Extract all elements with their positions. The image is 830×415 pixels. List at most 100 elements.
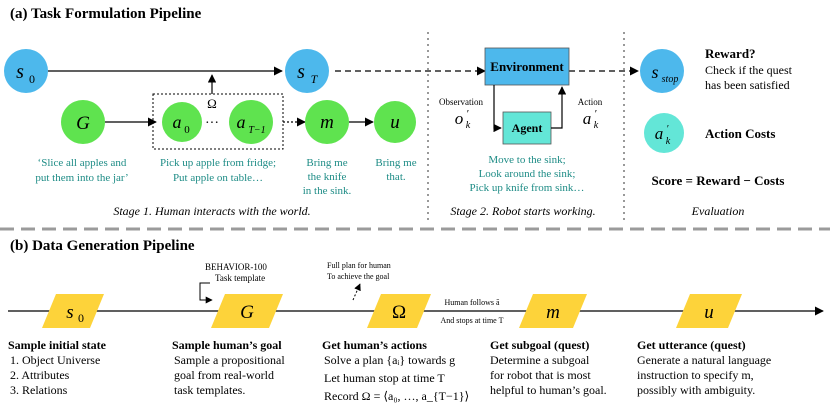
node-sT-sub: T bbox=[311, 72, 319, 86]
caption-subgoal-3: in the sink. bbox=[303, 185, 352, 197]
reward-title: Reward? bbox=[705, 46, 756, 61]
step2-title: Sample human’s goal bbox=[172, 338, 282, 352]
node-sT-label: s bbox=[297, 61, 305, 83]
step-descriptions: Sample initial state 1. Object Universe … bbox=[8, 338, 771, 403]
caption-goal-2: put them into the jar’ bbox=[35, 172, 128, 184]
node-m-label: m bbox=[320, 112, 334, 133]
step4-line2: for robot that is most bbox=[490, 368, 591, 382]
stage1-label: Stage 1. Human interacts with the world. bbox=[113, 204, 310, 218]
full-plan-1: Full plan for human bbox=[327, 261, 391, 270]
caption-robot-3: Pick up knife from sink… bbox=[470, 182, 585, 194]
action-costs: Action Costs bbox=[705, 126, 775, 141]
node-G: G bbox=[61, 100, 105, 144]
step4-line1: Determine a subgoal bbox=[490, 353, 590, 367]
shape-G-label: G bbox=[240, 302, 254, 323]
node-sT: s T bbox=[285, 49, 329, 93]
node-u: u bbox=[374, 101, 416, 143]
caption-subgoal-1: Bring me bbox=[306, 157, 347, 169]
act-prime: ′ bbox=[595, 108, 597, 120]
step2-line3: task templates. bbox=[174, 383, 245, 397]
environment-box bbox=[484, 47, 570, 86]
step3-line3: Record Ω = ⟨a₀, …, a_{T−1}⟩ bbox=[324, 389, 469, 403]
node-a0-sub: 0 bbox=[184, 124, 190, 136]
full-plan-2: To achieve the goal bbox=[327, 272, 390, 281]
shape-omega: Ω bbox=[367, 294, 431, 328]
step2-line2: goal from real-world bbox=[174, 368, 274, 382]
step3-line2: Let human stop at time T bbox=[324, 371, 445, 385]
caption-utterance-2: that. bbox=[386, 171, 405, 183]
node-aT1: a T−1 bbox=[229, 100, 273, 144]
step4-title: Get subgoal (quest) bbox=[490, 338, 589, 352]
step5-line2: instruction to specify m, bbox=[637, 368, 754, 382]
step1-title: Sample initial state bbox=[8, 338, 107, 352]
node-s0: s 0 bbox=[4, 49, 48, 93]
step1-line2: 2. Attributes bbox=[10, 368, 70, 382]
step1-line1: 1. Object Universe bbox=[10, 353, 100, 367]
step5-line1: Generate a natural language bbox=[637, 353, 771, 367]
human-follows: Human follows ā bbox=[444, 298, 500, 307]
action-label: Action bbox=[578, 97, 603, 107]
node-u-label: u bbox=[390, 112, 400, 133]
node-aT1-label: a bbox=[237, 112, 246, 132]
node-s0-label: s bbox=[16, 61, 24, 83]
agent-label: Agent bbox=[512, 121, 543, 135]
obs-symbol: o bbox=[455, 109, 464, 128]
ellipsis: ··· bbox=[205, 116, 219, 131]
behavior-1: BEHAVIOR-100 bbox=[205, 262, 267, 272]
step3-title: Get human’s actions bbox=[322, 338, 427, 352]
caption-robot-1: Move to the sink; bbox=[488, 154, 565, 166]
step3-line1: Solve a plan {aᵢ} towards g bbox=[324, 353, 455, 367]
omega-label: Ω bbox=[207, 96, 217, 111]
obs-prime: ′ bbox=[467, 108, 469, 120]
behavior-2: Task template bbox=[215, 273, 265, 283]
shape-u: u bbox=[676, 294, 742, 328]
shape-m-label: m bbox=[546, 302, 560, 323]
node-akp-label: a bbox=[655, 124, 664, 143]
shape-G: G bbox=[211, 294, 283, 328]
section-a-title: (a) Task Formulation Pipeline bbox=[10, 6, 202, 22]
edge-agent-env bbox=[551, 86, 567, 129]
step4-line3: helpful to human’s goal. bbox=[490, 383, 607, 397]
caption-actions-2: Put apple on table… bbox=[173, 172, 263, 184]
behavior-arrow bbox=[199, 282, 213, 304]
caption-utterance-1: Bring me bbox=[375, 157, 416, 169]
reward-desc-1: Check if the quest bbox=[705, 63, 793, 77]
reward-desc-2: has been satisfied bbox=[705, 78, 790, 92]
step5-line3: possibly with ambiguity. bbox=[637, 383, 755, 397]
node-akp-prime: ′ bbox=[667, 124, 669, 135]
shape-s0-sub: 0 bbox=[78, 311, 84, 325]
shape-m: m bbox=[519, 294, 587, 328]
stage2-label: Stage 2. Robot starts working. bbox=[450, 204, 595, 218]
section-b-title: (b) Data Generation Pipeline bbox=[10, 238, 195, 254]
caption-actions-1: Pick up apple from fridge; bbox=[160, 157, 276, 169]
node-aT1-sub: T−1 bbox=[248, 125, 265, 136]
node-sstop-label: s bbox=[651, 62, 658, 82]
act-symbol: a bbox=[583, 109, 592, 128]
caption-subgoal-2: the knife bbox=[308, 171, 347, 183]
environment-label: Environment bbox=[490, 59, 564, 74]
evaluation-label: Evaluation bbox=[691, 204, 745, 218]
caption-robot-2: Look around the sink; bbox=[479, 168, 576, 180]
shape-s0: s 0 bbox=[42, 294, 104, 328]
step5-title: Get utterance (quest) bbox=[637, 338, 746, 352]
shape-u-label: u bbox=[704, 302, 714, 323]
node-m: m bbox=[305, 100, 349, 144]
caption-goal-1: ‘Slice all apples and bbox=[38, 157, 127, 169]
step1-line3: 3. Relations bbox=[10, 383, 68, 397]
node-G-label: G bbox=[76, 113, 90, 134]
node-s0-sub: 0 bbox=[29, 72, 35, 86]
act-sub: k bbox=[594, 120, 599, 131]
node-a0: a 0 bbox=[162, 102, 202, 142]
edge-env-agent bbox=[493, 85, 502, 133]
shape-s0-label: s bbox=[66, 302, 73, 323]
observation-label: Observation bbox=[439, 97, 483, 107]
step2-line1: Sample a propositional bbox=[174, 353, 285, 367]
obs-sub: k bbox=[466, 120, 471, 131]
node-sstop-sub: stop bbox=[662, 74, 679, 85]
shape-omega-label: Ω bbox=[392, 302, 406, 323]
score-formula: Score = Reward − Costs bbox=[651, 173, 784, 188]
full-plan-arrow bbox=[352, 283, 361, 301]
node-a0-label: a bbox=[173, 112, 182, 132]
